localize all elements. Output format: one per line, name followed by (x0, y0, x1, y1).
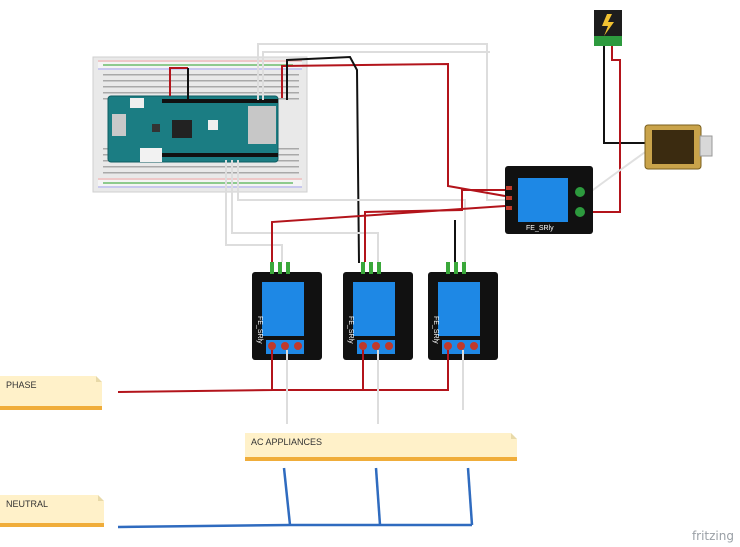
phase-note: PHASE (0, 376, 102, 410)
mains-wires (117, 350, 474, 529)
relay-top-label: FE_SRly (526, 225, 554, 232)
fritzing-credit: fritzing (691, 529, 734, 543)
neutral-note: NEUTRAL (0, 495, 104, 527)
relay-1-label: FE_SRly (256, 316, 263, 344)
relay-2-label: FE_SRly (347, 316, 354, 344)
relay-module-top: FE_SRly (505, 166, 593, 234)
relay-module-1: FE_SRly (252, 262, 322, 360)
solenoid-lock (644, 124, 713, 170)
top-wires (169, 43, 506, 264)
phase-label: PHASE (6, 380, 37, 390)
relay-module-2: FE_SRly (343, 262, 413, 360)
relay-module-3: FE_SRly (428, 262, 498, 360)
ac-appliances-note: AC APPLIANCES (245, 433, 517, 461)
arduino-board (107, 95, 279, 163)
relay-3-label: FE_SRly (432, 316, 439, 344)
power-jack (594, 10, 622, 46)
ac-appliances-label: AC APPLIANCES (251, 437, 323, 447)
relay-wires (225, 160, 506, 262)
neutral-label: NEUTRAL (6, 499, 49, 509)
